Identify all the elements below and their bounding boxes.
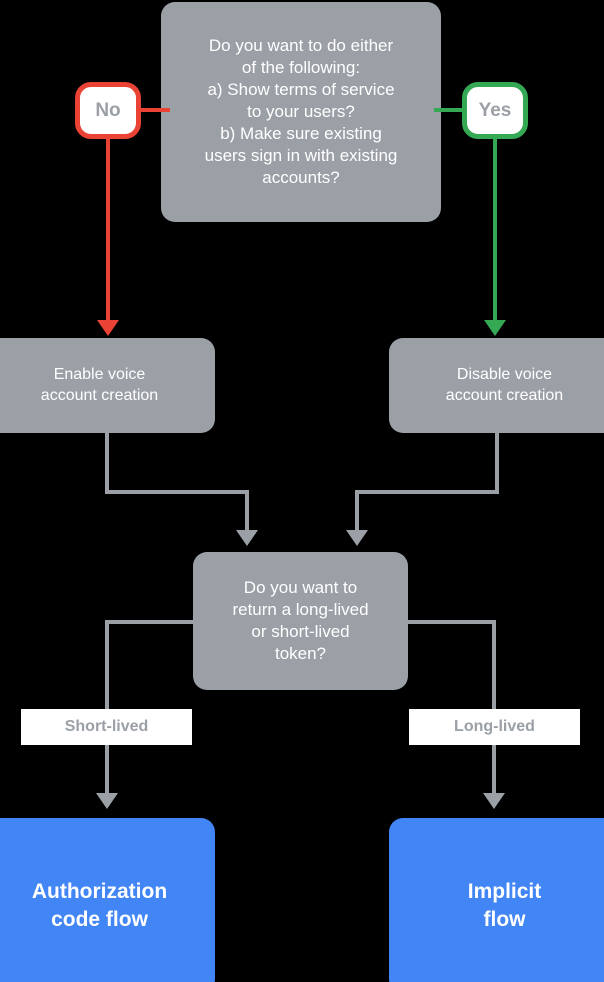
arrowhead-disable-to-token — [346, 530, 368, 546]
node-implicit-flow-text: Implicit flow — [467, 880, 542, 931]
connector-token-left-down — [105, 620, 109, 795]
edge-label-short-lived[interactable]: Short-lived — [21, 709, 192, 745]
node-disable-voice[interactable]: Disable voice account creation — [389, 338, 604, 433]
node-disable-voice-text: Disable voice account creation — [445, 365, 564, 404]
edge-label-long-lived[interactable]: Long-lived — [409, 709, 580, 745]
node-question-top[interactable]: Do you want to do either of the followin… — [161, 2, 441, 222]
connector-token-right-down — [492, 620, 496, 795]
connector-yes-to-disable — [493, 136, 497, 321]
node-question-token-text: Do you want to return a long-lived or sh… — [232, 577, 369, 664]
connector-disable-across — [355, 490, 499, 494]
badge-no-label: No — [95, 99, 121, 121]
connector-no-to-enable — [106, 136, 110, 321]
badge-yes-label: Yes — [478, 99, 512, 121]
connector-disable-into-token — [355, 490, 359, 532]
arrowhead-token-to-auth-code-flow — [96, 793, 118, 809]
connector-enable-into-token — [245, 490, 249, 532]
node-enable-voice[interactable]: Enable voice account creation — [0, 338, 215, 433]
node-question-top-text: Do you want to do either of the followin… — [204, 35, 398, 188]
edge-label-long-lived-text: Long-lived — [454, 718, 535, 735]
edge-label-short-lived-text: Short-lived — [64, 718, 149, 735]
connector-token-right-across — [404, 620, 496, 624]
connector-token-left-across — [105, 620, 197, 624]
arrowhead-yes-to-disable — [484, 320, 506, 336]
node-authorization-code-flow[interactable]: Authorization code flow — [0, 818, 215, 982]
badge-no[interactable]: No — [75, 82, 141, 139]
connector-top-to-yes — [434, 108, 464, 112]
arrowhead-token-to-implicit-flow — [483, 793, 505, 809]
arrowhead-enable-to-token — [236, 530, 258, 546]
node-question-token[interactable]: Do you want to return a long-lived or sh… — [193, 552, 408, 690]
arrowhead-no-to-enable — [97, 320, 119, 336]
connector-enable-across — [105, 490, 249, 494]
node-authorization-code-flow-text: Authorization code flow — [31, 880, 168, 931]
connector-top-to-no — [140, 108, 170, 112]
badge-yes[interactable]: Yes — [462, 82, 528, 139]
connector-enable-down — [105, 432, 109, 494]
node-implicit-flow[interactable]: Implicit flow — [389, 818, 604, 982]
node-enable-voice-text: Enable voice account creation — [40, 365, 159, 404]
connector-disable-down — [495, 432, 499, 494]
